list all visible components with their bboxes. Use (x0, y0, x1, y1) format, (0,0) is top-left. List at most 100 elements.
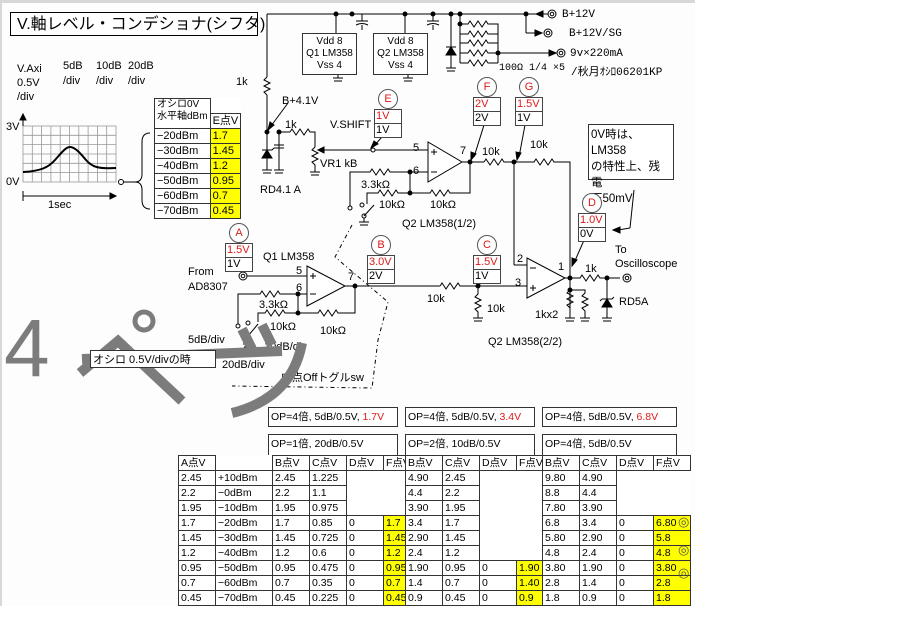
table-cell (480, 501, 517, 516)
table-cell: 0.95 (272, 560, 310, 576)
table1-caption: OP=1倍, 20dB/0.5V (268, 434, 398, 456)
table-cell: 1.7 (442, 515, 480, 531)
table-cell: 0 (346, 575, 384, 591)
ic-name: Q1 LM358 (306, 48, 353, 59)
table-cell: 0.95 (442, 560, 480, 576)
div-label-unit: /div (63, 75, 81, 87)
resistor-label: 10kΩ (270, 321, 296, 333)
table-cell: 0 (346, 560, 384, 576)
table-cell: 8.8 (542, 485, 580, 501)
table-cell: −30dBm (215, 530, 273, 546)
table-cell: 0.45 (272, 590, 310, 606)
table-cell: 2.90 (405, 530, 443, 546)
dbm-cell: −40dBm (154, 157, 211, 174)
table-cell: 0 (346, 515, 384, 531)
label-rd41: RD4.1 A (260, 184, 301, 196)
table-cell: 6.8 (542, 515, 580, 531)
column-header (216, 456, 273, 471)
level-table-header-right: E点V (209, 112, 242, 129)
table-cell: 0 (616, 575, 654, 591)
level-table-spacer (210, 99, 241, 114)
caption-red-value: 3.4V (499, 411, 522, 423)
pin-label: 2 (517, 253, 524, 265)
column-header: C点V (309, 455, 347, 471)
to-scope-line: To (615, 244, 627, 256)
table-cell: 1.95 (272, 500, 310, 516)
table-cell: 1.1 (309, 485, 347, 501)
ic-vss: Vss 4 (387, 60, 413, 71)
table-cell: 9.80 (542, 470, 580, 486)
table-cell: 1.95 (442, 500, 480, 516)
table-cell: 2.4 (579, 545, 617, 561)
marker-icon: ◎ (678, 514, 690, 529)
from-line: From (188, 266, 214, 278)
label-b41: B+4.1V (282, 95, 319, 107)
resistor-label: 10kΩ (320, 325, 346, 337)
column-header: D点V (346, 455, 384, 471)
table-cell: 4.90 (405, 470, 443, 486)
note-line: の特性上、残電 (591, 161, 660, 189)
div-label-5db: 5dB/div (63, 59, 83, 89)
table-cell: 0.6 (309, 545, 347, 561)
table-cell: 0 (616, 590, 654, 606)
table-cell (654, 486, 691, 501)
table-cell: 2.2 (442, 485, 480, 501)
table-cell: 0.7 (178, 575, 216, 591)
table-cell: 0.725 (309, 530, 347, 546)
table-cell: 3.80 (542, 560, 580, 576)
table-cell: 0.85 (309, 515, 347, 531)
table-cell: 2.4 (405, 545, 443, 561)
table-cell: 3.90 (579, 500, 617, 516)
table-cell (480, 531, 517, 546)
table-cell: 0.95 (178, 560, 216, 576)
resistor-label: 3.3kΩ (361, 179, 391, 191)
table-cell: 1.90 (405, 560, 443, 576)
probe-voltage-black: 2V (369, 270, 383, 282)
probe-voltage-black: 1V (517, 112, 531, 124)
probe-voltage-red: 1.5V (516, 98, 542, 112)
label-rd5a: RD5A (619, 296, 649, 308)
label-vshift: V.SHIFT (330, 119, 372, 131)
column-header: A点V (178, 455, 216, 471)
table-cell (617, 486, 654, 501)
column-header: B点V (542, 455, 580, 471)
probe-voltage-red: 1.5V (226, 244, 252, 258)
table-cell: 0.7 (442, 575, 480, 591)
table-cell: 4.8 (653, 545, 691, 561)
ic-box-q1: Vdd 8 Q1 LM358 Vss 4 (302, 33, 357, 75)
table-cell: 1.225 (309, 470, 347, 486)
table-cell: 1.90 (579, 560, 617, 576)
table-cell: 7.80 (542, 500, 580, 516)
probe-voltage-red: 1.0V (579, 214, 605, 228)
table-cell: +10dBm (215, 470, 273, 486)
ic-vss: Vss 4 (316, 60, 342, 71)
table3-caption: OP=4倍, 5dB/0.5V (542, 434, 677, 456)
table-cell: 5.80 (542, 530, 580, 546)
table-cell (480, 471, 517, 486)
table-cell: 1.7 (272, 515, 310, 531)
table-cell: 0.9 (405, 590, 443, 606)
scope-axis-label: V.Axi 0.5V /div (17, 62, 42, 104)
table-cell: 0 (346, 590, 384, 606)
pin-label: 3 (515, 277, 522, 289)
pin-label: 5 (413, 142, 420, 154)
table-cell (480, 546, 517, 561)
table-cell (617, 501, 654, 516)
ic-vdd: Vdd 8 (387, 36, 414, 47)
table-cell (480, 486, 517, 501)
